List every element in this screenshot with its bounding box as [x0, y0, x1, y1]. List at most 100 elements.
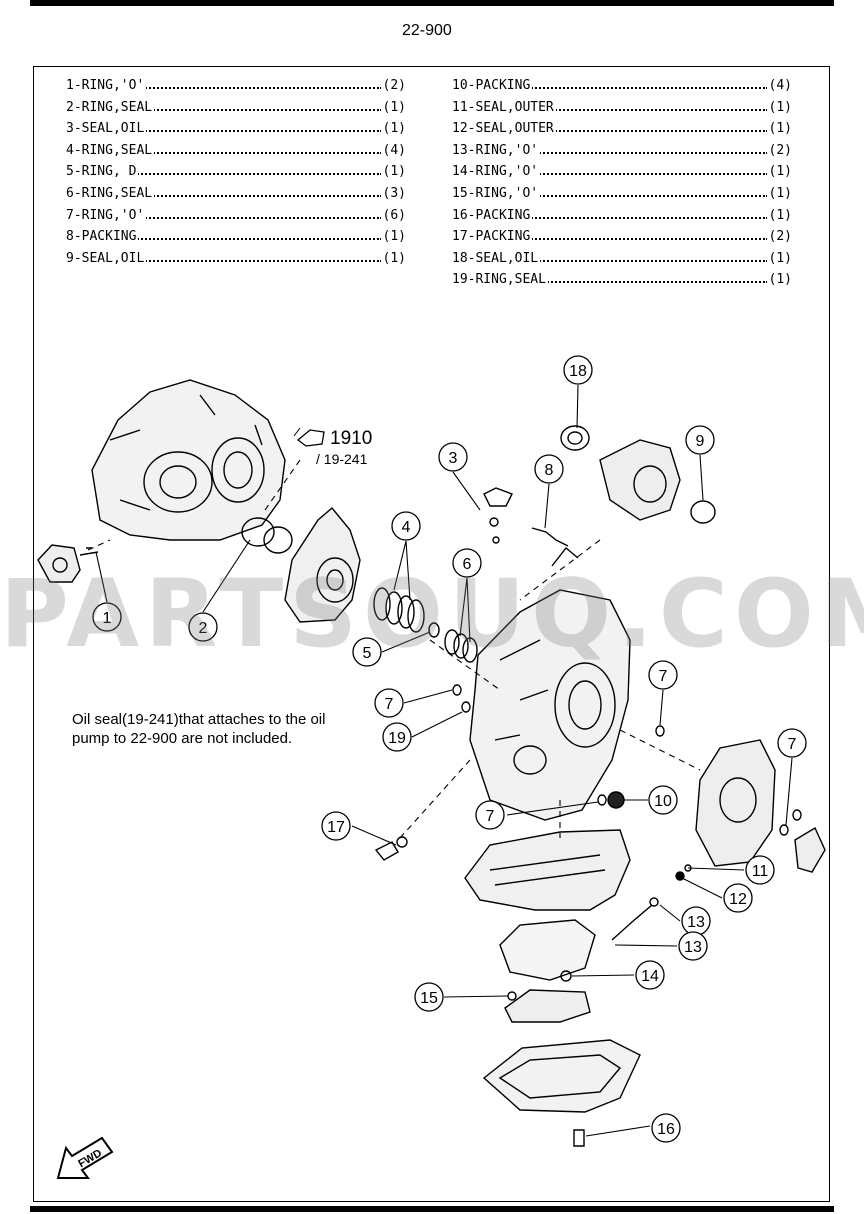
callout-3[interactable]: 3 — [438, 442, 468, 472]
callout-number: 3 — [449, 450, 458, 467]
callout-number: 16 — [657, 1121, 675, 1138]
callout-circle — [651, 1113, 681, 1143]
callout-number: 11 — [752, 863, 769, 880]
part-5-ring-drawing — [428, 622, 440, 638]
callout-7[interactable]: 7 — [475, 800, 505, 830]
part-row: 18-SEAL,OIL(1) — [452, 250, 792, 271]
part-row: 19-RING,SEAL(1) — [452, 272, 792, 292]
part-name: 10-PACKING — [452, 78, 533, 93]
part-name: 19-RING,SEAL — [452, 272, 548, 288]
callout-17[interactable]: 17 — [321, 811, 351, 841]
callout-number: 2 — [199, 620, 208, 637]
transaxle-case-drawing — [91, 379, 286, 541]
leader-dots — [66, 216, 382, 219]
callout-11[interactable]: 11 — [745, 855, 775, 885]
leader-dots — [452, 108, 768, 111]
fwd-arrow-icon — [56, 1136, 114, 1179]
callout-number: 7 — [385, 696, 394, 713]
callout-9[interactable]: 9 — [685, 425, 715, 455]
callout-6[interactable]: 6 — [452, 548, 482, 578]
part-qty: (1) — [380, 164, 406, 180]
callout-13[interactable]: 13 — [681, 906, 711, 936]
callout-8[interactable]: 8 — [534, 454, 564, 484]
callout-number: 14 — [641, 968, 659, 985]
callout-7[interactable]: 7 — [374, 688, 404, 718]
callout-circle — [188, 612, 218, 642]
main-housing-drawing — [469, 589, 631, 821]
callout-18[interactable]: 18 — [563, 355, 593, 385]
callout-1[interactable]: 1 — [92, 602, 122, 632]
callout-5[interactable]: 5 — [352, 637, 382, 667]
callout-number: 18 — [569, 363, 587, 380]
part-qty: (1) — [766, 99, 792, 115]
part-name: 17-PACKING — [452, 229, 533, 245]
callout-19[interactable]: 19 — [382, 722, 412, 752]
leader-lines — [95, 384, 793, 1137]
part-row: 10-PACKING (4) — [452, 78, 792, 98]
part-qty: (4) — [380, 142, 406, 158]
callout-circle — [635, 960, 665, 990]
callout-15[interactable]: 15 — [414, 982, 444, 1012]
callout-number: 19 — [388, 730, 406, 747]
part-row: 11-SEAL,OUTER(1) — [452, 99, 792, 120]
part-row: 15-RING,'O'(1) — [452, 186, 792, 206]
callout-number: 8 — [545, 462, 554, 479]
callout-4[interactable]: 4 — [391, 511, 421, 541]
part-4-rings-drawing — [373, 587, 425, 633]
part-17-drawing — [374, 841, 399, 861]
part-qty: (4) — [766, 78, 792, 93]
part-qty: (6) — [380, 207, 406, 223]
callout-circle — [475, 800, 505, 830]
reference-part[interactable]: / 19-241 — [316, 451, 368, 467]
part-row: 9-SEAL,OIL(1) — [66, 250, 406, 271]
part-1-bracket-drawing — [37, 544, 99, 583]
oil-filter-drawing — [504, 989, 591, 1023]
part-row: 3-SEAL,OIL(1) — [66, 121, 406, 141]
top-rule — [30, 0, 834, 6]
leader-dots — [66, 87, 382, 89]
part-row: 4-RING,SEAL(4) — [66, 142, 406, 163]
part-row: 8-PACKING(1) — [66, 229, 406, 249]
callout-number: 5 — [363, 645, 372, 662]
kit-number: 22-900 — [402, 22, 452, 39]
callout-number: 7 — [659, 668, 668, 685]
part-qty: (1) — [380, 99, 406, 115]
callout-10[interactable]: 10 — [648, 785, 678, 815]
part-row: 14-RING,'O' (1) — [452, 164, 792, 184]
callout-circle — [414, 982, 444, 1012]
part-row: 6-RING,SEAL(3) — [66, 186, 406, 206]
callout-7[interactable]: 7 — [648, 660, 678, 690]
part-name: 14-RING,'O' — [452, 164, 541, 180]
reference-section[interactable]: 1910 — [330, 428, 373, 449]
callout-14[interactable]: 14 — [635, 960, 665, 990]
callout-circle — [648, 785, 678, 815]
leader-dots — [452, 195, 768, 197]
callout-16[interactable]: 16 — [651, 1113, 681, 1143]
part-qty: (1) — [766, 207, 792, 223]
part-row: 2-RING,SEAL(1) — [66, 99, 406, 120]
part-10-drawing — [607, 791, 625, 809]
callout-7[interactable]: 7 — [777, 728, 807, 758]
callout-number: 7 — [486, 808, 495, 825]
part-qty: (1) — [766, 186, 792, 201]
leader-dots — [452, 151, 768, 154]
part-qty: (1) — [766, 164, 792, 180]
part-name: 6-RING,SEAL — [66, 186, 155, 201]
callout-circle — [391, 511, 421, 541]
part-qty: (2) — [380, 78, 406, 93]
differential-drawing — [560, 425, 716, 524]
callout-2[interactable]: 2 — [188, 612, 218, 642]
callout-number: 12 — [729, 891, 747, 908]
leader-dots — [66, 130, 382, 133]
part-row: 17-PACKING(2) — [452, 229, 792, 249]
callout-13[interactable]: 13 — [678, 931, 708, 961]
callout-number: 13 — [687, 914, 705, 931]
diagram-frame — [33, 66, 830, 1202]
leader-dots — [66, 238, 382, 241]
part-name: 13-RING,'O' — [452, 142, 541, 158]
callout-12[interactable]: 12 — [723, 883, 753, 913]
callout-number: 13 — [684, 939, 702, 956]
leader-dots — [66, 173, 382, 176]
bottom-rule — [30, 1206, 834, 1212]
